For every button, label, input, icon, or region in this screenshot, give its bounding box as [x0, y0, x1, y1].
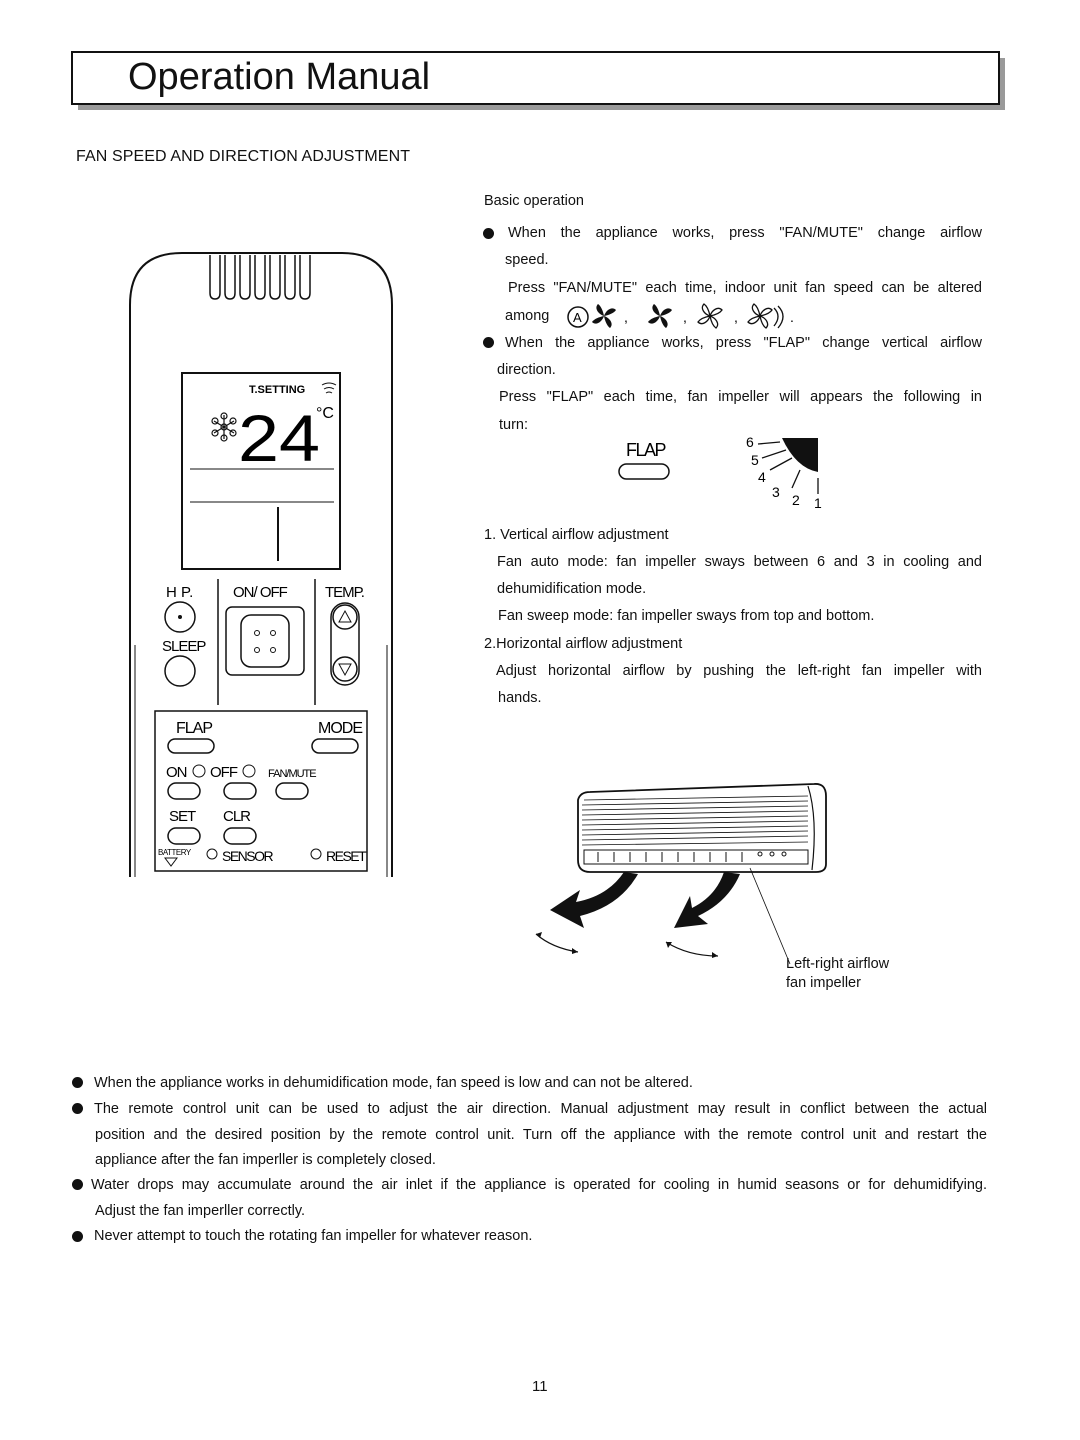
on-timer-button [167, 782, 201, 800]
snowflake-icon [211, 412, 237, 442]
bullet [72, 1103, 83, 1114]
medium-fan-icon [697, 303, 723, 329]
svg-text:,: , [734, 309, 738, 325]
lcd-screen [181, 372, 341, 570]
remote-control-illustration: T.SETTING 24 °C H P. ON/ OFF TEMP. SLEEP… [129, 252, 393, 877]
hp-button [164, 601, 196, 633]
note-2-line1: The remote control unit can be used to a… [94, 1101, 987, 1117]
celsius-unit: °C [316, 405, 334, 422]
clr-button [223, 827, 257, 845]
temperature-display: 24 [238, 401, 320, 475]
sensor-label: SENSOR [222, 848, 274, 864]
h-line1: Adjust horizontal airflow by pushing the… [496, 663, 982, 679]
off-timer-label: OFF [210, 764, 238, 781]
b2-line3: Press "FLAP" each time, fan impeller wil… [499, 389, 982, 405]
flap-pos-6: 6 [746, 434, 754, 450]
b2-line1: When the appliance works, press "FLAP" c… [505, 335, 982, 351]
caption-line2: fan impeller [786, 975, 861, 991]
t-setting-label: T.SETTING [249, 384, 305, 396]
battery-label: BATTERY [158, 848, 192, 857]
on-timer-label: ON [166, 764, 187, 781]
set-label: SET [169, 808, 196, 825]
page-title: Operation Manual [128, 56, 431, 98]
horizontal-adjust-title: 2.Horizontal airflow adjustment [484, 636, 683, 652]
flap-pos-1: 1 [814, 495, 822, 511]
sleep-button [164, 655, 196, 687]
mode-button [311, 738, 359, 754]
temp-down-button [332, 656, 358, 682]
hp-label: H P. [166, 584, 193, 601]
flap-pos-4: 4 [758, 469, 766, 485]
header-box [71, 51, 1000, 105]
set-button [167, 827, 201, 845]
b2-line4: turn: [499, 417, 529, 433]
airflow-arrow-right-icon [674, 872, 740, 928]
high-fan-icon [648, 304, 672, 328]
bullet [483, 228, 494, 239]
bullet [72, 1231, 83, 1242]
ir-emitter-icon [209, 255, 311, 300]
flap-button-label: FLAP [176, 720, 212, 737]
vertical-adjust-title: 1. Vertical airflow adjustment [484, 527, 669, 543]
flap-diagram-button [618, 463, 670, 480]
off-timer-button [223, 782, 257, 800]
svg-text:,: , [624, 309, 628, 325]
bullet [72, 1179, 83, 1190]
svg-text:,: , [683, 309, 687, 325]
flap-positions-diagram: FLAP 6 5 4 3 2 1 [618, 434, 822, 511]
note-3-line2: Adjust the fan imperller correctly. [95, 1203, 306, 1219]
onoff-label: ON/ OFF [233, 584, 288, 601]
bullet [72, 1077, 83, 1088]
v-line3: Fan sweep mode: fan impeller sways from … [498, 608, 875, 624]
indoor-unit-illustration [535, 783, 827, 965]
b1-line1: When the appliance works, press "FAN/MUT… [508, 225, 982, 241]
reset-hole-icon [310, 848, 322, 860]
v-line2: dehumidification mode. [497, 581, 647, 597]
flap-pos-5: 5 [751, 452, 759, 468]
fan-speed-icons: A , , , . [567, 303, 794, 329]
battery-arrow-icon [164, 857, 178, 867]
b2-line2: direction. [497, 362, 556, 378]
flap-button [167, 738, 215, 754]
section-title: FAN SPEED AND DIRECTION ADJUSTMENT [76, 148, 411, 165]
note-2-line2: position and the desired position by the… [95, 1127, 987, 1143]
flap-pos-3: 3 [772, 484, 780, 500]
flap-diagram-label: FLAP [626, 440, 667, 460]
signal-icon [321, 382, 337, 394]
note-3-line1: Water drops may accumulate around the ai… [91, 1177, 987, 1193]
basic-operation-heading: Basic operation [484, 193, 584, 209]
airflow-arrow-left-icon [550, 872, 638, 928]
note-4: Never attempt to touch the rotating fan … [94, 1228, 533, 1244]
h-line2: hands. [498, 690, 542, 706]
sleep-label: SLEEP [162, 638, 206, 655]
note-1: When the appliance works in dehumidifica… [94, 1075, 693, 1091]
caption-line1: Left-right airflow [786, 956, 890, 972]
among-label: among [505, 308, 550, 324]
reset-label: RESET [326, 848, 367, 864]
temp-up-button [332, 604, 358, 630]
v-line1: Fan auto mode: fan impeller sways betwee… [497, 554, 982, 570]
fan-mute-label: FAN/MUTE [268, 768, 316, 780]
auto-fan-icon: A [567, 304, 616, 328]
svg-text:A: A [573, 310, 582, 325]
note-2-line3: appliance after the fan imperller is com… [95, 1152, 436, 1168]
svg-text:.: . [790, 309, 794, 325]
b1-line2: speed. [505, 252, 549, 268]
sensor-icon [206, 848, 218, 860]
mode-button-label: MODE [318, 720, 362, 737]
bullet [483, 337, 494, 348]
low-fan-icon [747, 303, 784, 329]
clr-label: CLR [223, 808, 251, 825]
fan-mute-button [275, 782, 309, 800]
page-number: 11 [532, 1378, 548, 1395]
temp-label: TEMP. [325, 584, 364, 601]
b1-line3: Press "FAN/MUTE" each time, indoor unit … [508, 280, 982, 296]
flap-pos-2: 2 [792, 492, 800, 508]
power-button [240, 614, 290, 668]
